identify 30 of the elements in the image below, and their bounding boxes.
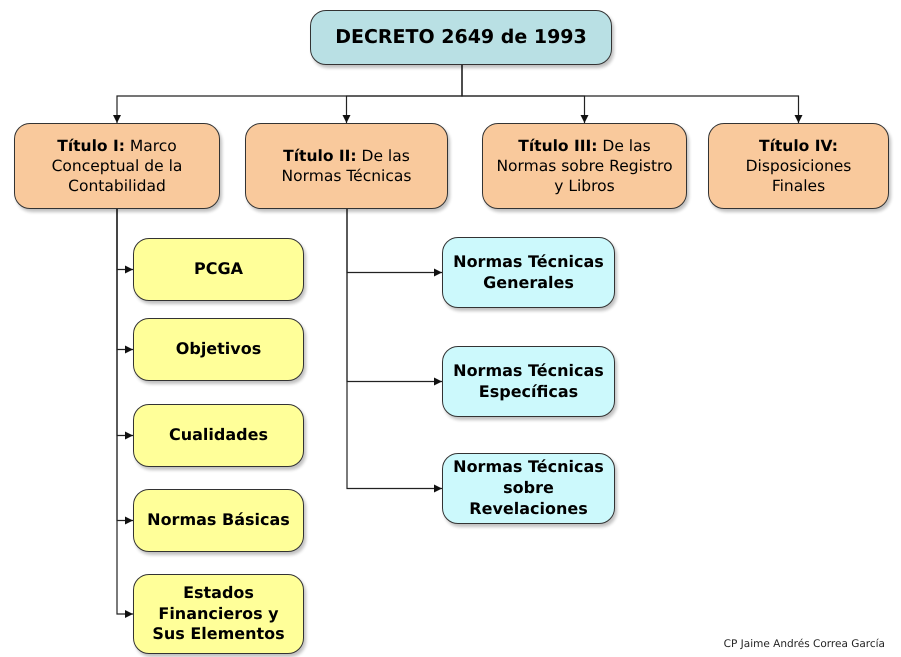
node-text: Objetivos bbox=[176, 339, 262, 360]
standard-box bbox=[442, 346, 615, 417]
standard-box bbox=[442, 453, 615, 524]
node-text: Cualidades bbox=[169, 425, 268, 446]
concept-box bbox=[133, 404, 304, 467]
node-text: Normas Técnicas Específicas bbox=[452, 360, 605, 402]
concept-box bbox=[133, 574, 304, 654]
title-box bbox=[14, 123, 220, 209]
node-text: Título I: Marco Conceptual de la Contabilidad bbox=[50, 136, 184, 196]
node-text: DECRETO 2649 de 1993 bbox=[335, 25, 587, 50]
node-text: Título III: De las Normas sobre Registro y Libros bbox=[495, 136, 674, 196]
concept-box bbox=[133, 238, 304, 301]
author-credit: CP Jaime Andrés Correa García bbox=[724, 638, 885, 650]
standard-box bbox=[442, 237, 615, 308]
title-box bbox=[708, 123, 889, 209]
title-box bbox=[482, 123, 687, 209]
node-text: Título IV: Disposiciones Finales bbox=[744, 136, 852, 196]
node-text: Título II: De las Normas Técnicas bbox=[280, 146, 412, 186]
arrow bbox=[346, 209, 442, 492]
title-box bbox=[245, 123, 448, 209]
node-text: Estados Financieros y Sus Elementos bbox=[151, 582, 286, 646]
concept-box bbox=[133, 318, 304, 381]
node-text: Normas Técnicas sobre Revelaciones bbox=[452, 457, 605, 520]
node-text: PCGA bbox=[194, 259, 243, 280]
concept-box bbox=[133, 489, 304, 552]
node-text: Normas Técnicas Generales bbox=[452, 252, 605, 294]
arrow bbox=[116, 209, 133, 618]
arrow bbox=[461, 65, 802, 123]
decree-box bbox=[310, 10, 612, 65]
node-text: Normas Básicas bbox=[147, 510, 290, 531]
